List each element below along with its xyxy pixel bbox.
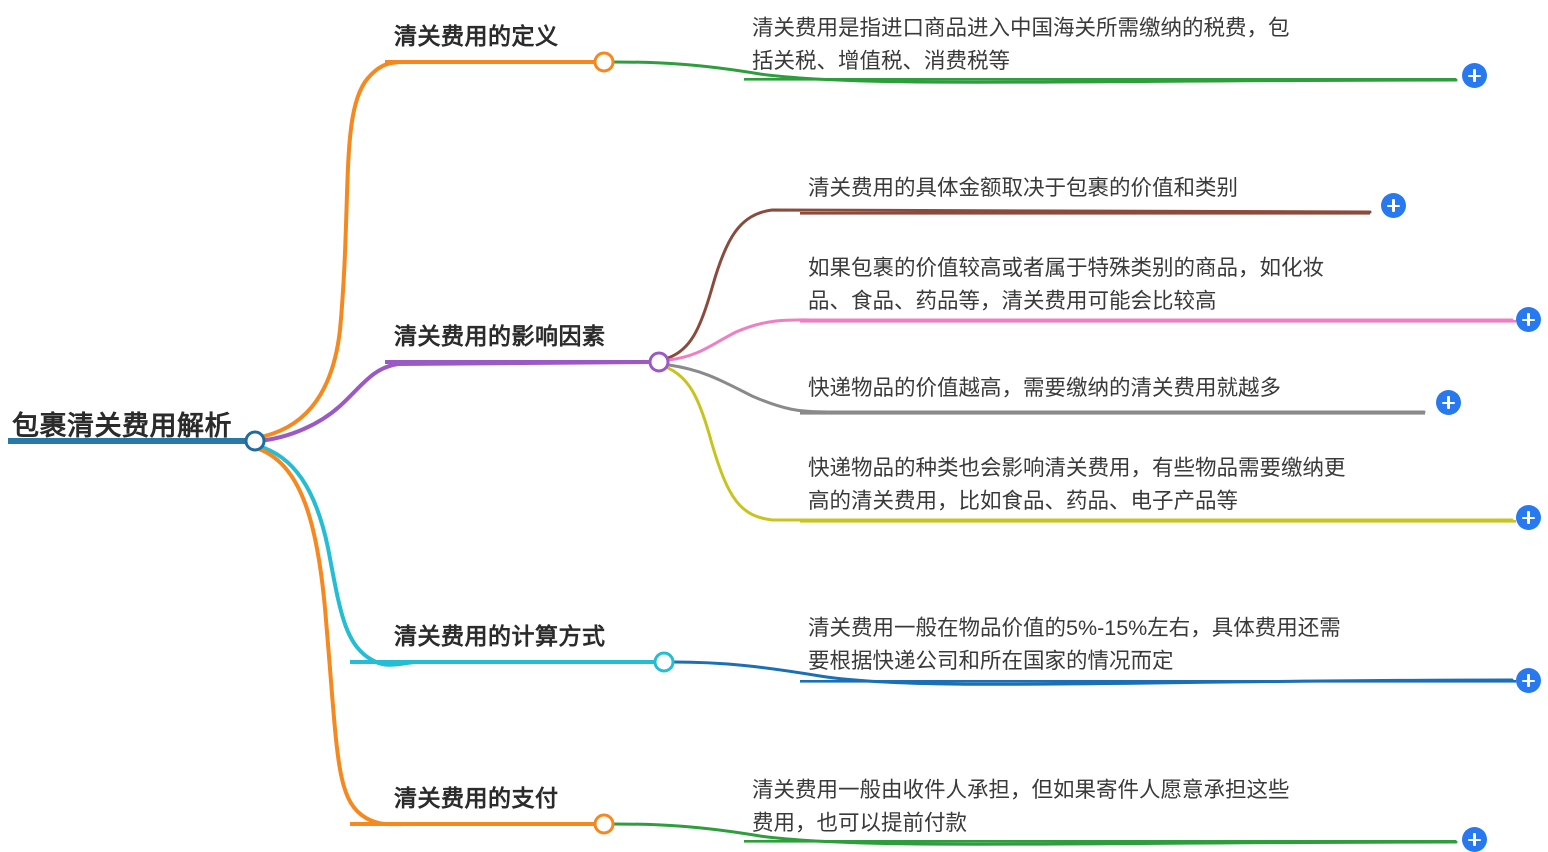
root-node-circle[interactable] [244, 430, 266, 452]
leaf-text-definition-leaf-1[interactable]: 清关费用是指进口商品进入中国海关所需缴纳的税费，包 括关税、增值税、消费税等 [752, 16, 1290, 73]
branch-underline-factors [385, 360, 648, 364]
branch-label-payment[interactable]: 清关费用的支付 [394, 785, 559, 811]
branch-underline-payment [350, 822, 594, 826]
branch-underline-definition [385, 60, 593, 64]
expand-button-factors-leaf-1[interactable] [1381, 193, 1406, 218]
leaf-text-factors-leaf-2[interactable]: 如果包裹的价值较高或者属于特殊类别的商品，如化妆 品、食品、药品等，清关费用可能… [808, 256, 1325, 313]
leaf-underline-payment-leaf-1 [744, 840, 1456, 843]
branch-node-calculation[interactable] [653, 651, 675, 673]
branch-node-payment[interactable] [593, 813, 615, 835]
expand-button-factors-leaf-3[interactable] [1436, 390, 1461, 415]
branch-underline-calculation [350, 660, 653, 664]
expand-button-factors-leaf-4[interactable] [1516, 505, 1541, 530]
root-node-label[interactable]: 包裹清关费用解析 [12, 411, 232, 441]
leaf-underline-factors-leaf-3 [800, 412, 1425, 415]
root-underline [8, 438, 248, 444]
connector-factors-to-leaf-4 [666, 366, 1514, 522]
connector-root-to-calculation [256, 444, 658, 667]
leaf-text-calculation-leaf-1[interactable]: 清关费用一般在物品价值的5%-15%左右，具体费用还需 要根据快递公司和所在国家… [808, 616, 1341, 673]
expand-button-factors-leaf-2[interactable] [1516, 307, 1541, 332]
branch-label-factors[interactable]: 清关费用的影响因素 [394, 323, 606, 349]
leaf-underline-factors-leaf-4 [800, 520, 1516, 523]
connector-factors-to-leaf-3 [667, 363, 1426, 414]
connector-factors-to-leaf-1 [666, 208, 1372, 360]
leaf-text-payment-leaf-1[interactable]: 清关费用一般由收件人承担，但如果寄件人愿意承担这些 费用，也可以提前付款 [752, 778, 1290, 835]
connector-root-to-definition [254, 60, 600, 440]
branch-label-definition[interactable]: 清关费用的定义 [394, 23, 559, 49]
leaf-text-factors-leaf-1[interactable]: 清关费用的具体金额取决于包裹的价值和类别 [808, 176, 1239, 200]
leaf-underline-factors-leaf-1 [800, 212, 1370, 215]
branch-node-definition[interactable] [593, 51, 615, 73]
leaf-text-factors-leaf-3[interactable]: 快递物品的价值越高，需要缴纳的清关费用就越多 [808, 376, 1282, 400]
branch-label-calculation[interactable]: 清关费用的计算方式 [394, 623, 606, 649]
leaf-underline-definition-leaf-1 [744, 78, 1456, 81]
expand-button-calculation-leaf-1[interactable] [1516, 668, 1541, 693]
connector-root-to-factors [256, 360, 654, 443]
leaf-underline-factors-leaf-2 [800, 320, 1516, 323]
expand-button-definition-leaf-1[interactable] [1462, 63, 1487, 88]
leaf-text-factors-leaf-4[interactable]: 快递物品的种类也会影响清关费用，有些物品需要缴纳更 高的清关费用，比如食品、药品… [808, 456, 1346, 513]
expand-button-payment-leaf-1[interactable] [1462, 827, 1487, 852]
branch-node-factors[interactable] [648, 351, 670, 373]
connector-factors-to-leaf-2 [667, 318, 1514, 362]
leaf-underline-calculation-leaf-1 [800, 680, 1516, 683]
